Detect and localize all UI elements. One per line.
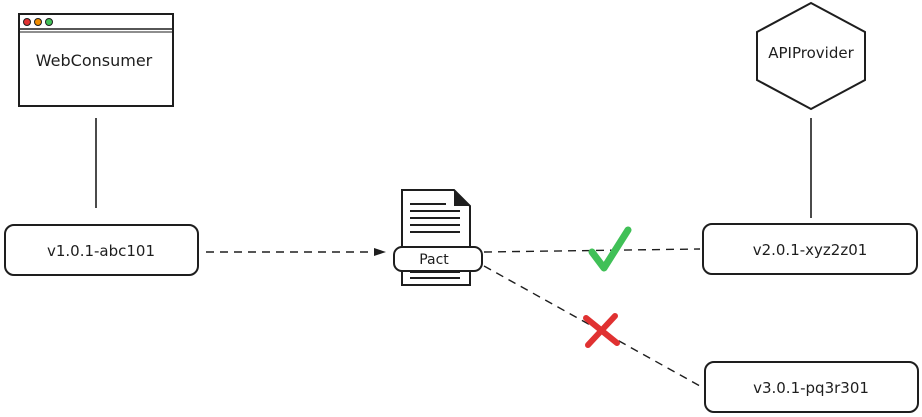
web-consumer-node[interactable]: WebConsumer: [18, 13, 174, 107]
pact-node[interactable]: Pact: [393, 189, 483, 286]
provider-version-box: [704, 361, 919, 413]
consumer-version-node[interactable]: v1.0.1-abc101: [4, 224, 199, 276]
publish-arrow-head: [374, 248, 386, 256]
window-close-dot: [23, 18, 31, 26]
provider-version-label: v3.0.1-pq3r301: [753, 379, 869, 397]
provider-version-box: [702, 223, 918, 275]
consumer-version-box: [4, 224, 199, 276]
hexagon-icon: [756, 1, 866, 111]
window-maximize-dot: [45, 18, 53, 26]
provider-version-label: v2.0.1-xyz2z01: [753, 241, 868, 259]
consumer-version-label: v1.0.1-abc101: [47, 242, 155, 260]
pact-label-banner: [393, 246, 483, 272]
provider-name: APIProvider: [768, 44, 854, 62]
publish-arrow: [206, 248, 386, 256]
document-folded-corner: [454, 190, 470, 206]
api-provider-node[interactable]: APIProvider: [756, 1, 866, 111]
checkmark-icon: [588, 226, 632, 272]
provider-version-node-incompatible[interactable]: v3.0.1-pq3r301: [704, 361, 919, 413]
cross-icon: [583, 313, 620, 348]
consumer-name: WebConsumer: [36, 51, 153, 70]
window-minimize-dot: [34, 18, 42, 26]
pact-label: Pact: [419, 252, 449, 268]
provider-version-node-compatible[interactable]: v2.0.1-xyz2z01: [702, 223, 918, 275]
